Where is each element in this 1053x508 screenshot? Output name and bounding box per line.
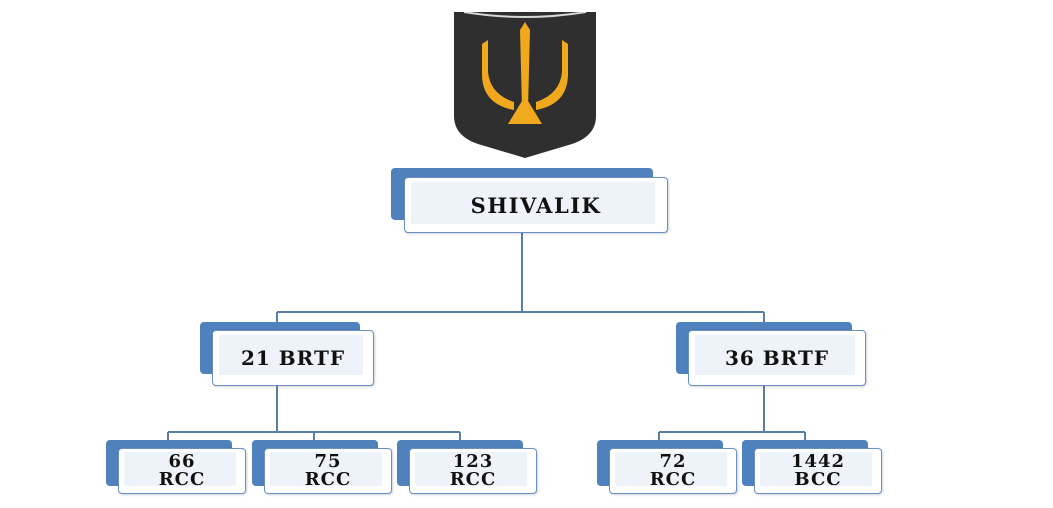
- unit-type: RCC: [449, 469, 497, 490]
- unit-type: RCC: [158, 469, 206, 490]
- node-label: SHIVALIK: [470, 192, 602, 218]
- unit-type: RCC: [304, 469, 352, 490]
- node-card: 72 RCC: [609, 448, 737, 494]
- org-node-66-rcc: 66 RCC: [106, 440, 247, 494]
- logo: [452, 12, 598, 158]
- unit-type: RCC: [649, 469, 697, 490]
- node-label: 21 BRTF: [240, 346, 346, 370]
- org-node-72-rcc: 72 RCC: [597, 440, 738, 494]
- org-node-75-rcc: 75 RCC: [252, 440, 393, 494]
- org-node-shivalik: SHIVALIK: [391, 168, 668, 234]
- org-node-36-brtf: 36 BRTF: [676, 322, 867, 386]
- unit-number: 75: [314, 451, 342, 472]
- org-node-21-brtf: 21 BRTF: [200, 322, 375, 386]
- org-node-1442-bcc: 1442 BCC: [742, 440, 883, 494]
- unit-number: 1442: [790, 451, 846, 472]
- unit-type: BCC: [794, 469, 842, 490]
- node-card: 21 BRTF: [212, 330, 374, 386]
- node-card: SHIVALIK: [404, 177, 668, 233]
- node-label: 36 BRTF: [724, 346, 830, 370]
- node-card: 66 RCC: [118, 448, 246, 494]
- unit-number: 123: [452, 451, 494, 472]
- node-card: 123 RCC: [409, 448, 537, 494]
- org-node-123-rcc: 123 RCC: [397, 440, 538, 494]
- node-card: 1442 BCC: [754, 448, 882, 494]
- unit-number: 66: [168, 451, 196, 472]
- trishul-emblem-icon: [454, 12, 596, 158]
- unit-number: 72: [659, 451, 687, 472]
- node-card: 36 BRTF: [688, 330, 866, 386]
- node-card: 75 RCC: [264, 448, 392, 494]
